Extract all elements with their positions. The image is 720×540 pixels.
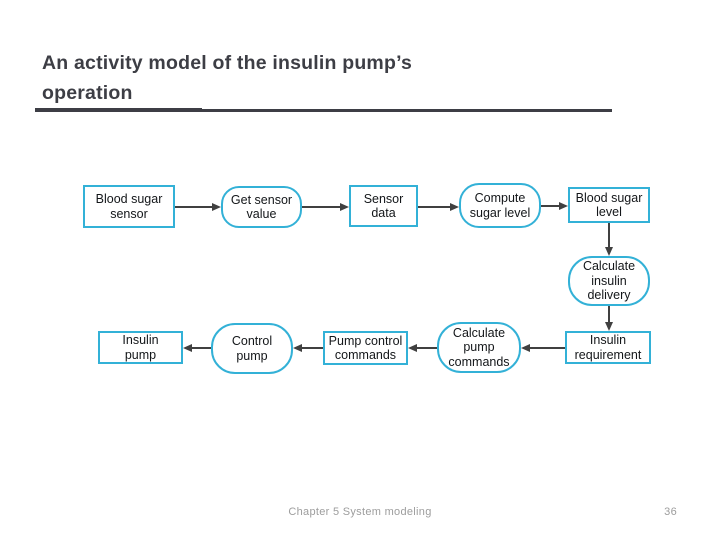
node-compute-sugar-level: Compute sugar level bbox=[459, 183, 541, 228]
node-insulin-pump: Insulin pump bbox=[98, 331, 183, 364]
arrow-sensor-data-to-compute-sugar-level bbox=[418, 206, 451, 208]
node-insulin-requirement: Insulin requirement bbox=[565, 331, 651, 364]
arrow-insulin-requirement-to-calculate-pump-commands bbox=[529, 347, 565, 349]
arrow-control-pump-to-insulin-pump bbox=[191, 347, 211, 349]
node-blood-sugar-sensor: Blood sugar sensor bbox=[83, 185, 175, 228]
node-calculate-pump-commands: Calculate pump commands bbox=[437, 322, 521, 373]
node-blood-sugar-level: Blood sugar level bbox=[568, 187, 650, 223]
node-get-sensor-value: Get sensor value bbox=[221, 186, 302, 228]
arrow-blood-sugar-level-to-calculate-insulin-delivery bbox=[608, 223, 610, 248]
arrow-compute-sugar-level-to-blood-sugar-level bbox=[541, 205, 560, 207]
arrow-pump-control-commands-to-control-pump bbox=[301, 347, 323, 349]
node-pump-control-commands: Pump control commands bbox=[323, 331, 408, 365]
page-number: 36 bbox=[664, 506, 677, 518]
title-underline-thin bbox=[202, 109, 612, 112]
node-calculate-insulin-delivery: Calculate insulin delivery bbox=[568, 256, 650, 306]
node-sensor-data: Sensor data bbox=[349, 185, 418, 227]
arrow-get-sensor-value-to-sensor-data bbox=[302, 206, 341, 208]
arrow-calculate-insulin-delivery-to-insulin-requirement bbox=[608, 306, 610, 323]
arrow-blood-sugar-sensor-to-get-sensor-value bbox=[175, 206, 213, 208]
title-underline-thick bbox=[35, 108, 202, 112]
footer-text: Chapter 5 System modeling bbox=[288, 506, 432, 518]
node-control-pump: Control pump bbox=[211, 323, 293, 374]
slide-title: An activity model of the insulin pump’s … bbox=[42, 52, 413, 105]
arrow-calculate-pump-commands-to-pump-control-commands bbox=[416, 347, 437, 349]
